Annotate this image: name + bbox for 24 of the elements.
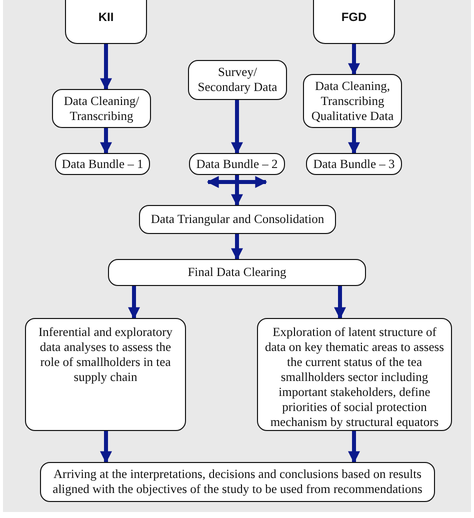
process-box: Survey/ Secondary Data <box>188 60 287 100</box>
arrow <box>231 234 243 260</box>
process-box: Data Bundle – 1 <box>55 153 150 175</box>
arrow <box>100 431 112 464</box>
process-box: Data Bundle – 2 <box>189 153 285 175</box>
process-box: Exploration of latent structure of data on key thematic areas to assess the current status of the tea smallholders sector including important stakeholders, define priorities of social protection mechanism by structural equators <box>257 318 452 431</box>
arrow <box>348 128 360 154</box>
arrow <box>334 286 346 320</box>
process-box: Final Data Clearing <box>108 259 366 286</box>
source-box: FGD <box>313 0 395 44</box>
process-box: Data Cleaning, Transcribing Qualitative Data <box>303 74 402 128</box>
process-box: Data Bundle – 3 <box>306 153 402 175</box>
source-box: KII <box>65 0 147 44</box>
arrow <box>348 431 360 464</box>
arrow <box>100 44 112 90</box>
process-box: Arriving at the interpretations, decisions and conclusions based on results aligned with the objectives of the study to be used from recommendations <box>40 462 435 502</box>
process-box: Inferential and exploratory data analyses to assess the role of smallholders in tea supply chain <box>25 318 186 431</box>
arrow <box>231 100 243 154</box>
arrow <box>128 286 140 320</box>
process-box: Data Triangular and Consolidation <box>139 205 336 234</box>
arrow <box>231 175 243 206</box>
arrow <box>348 44 360 76</box>
process-box: Data Cleaning/ Transcribing <box>52 89 151 128</box>
arrow <box>100 128 112 154</box>
